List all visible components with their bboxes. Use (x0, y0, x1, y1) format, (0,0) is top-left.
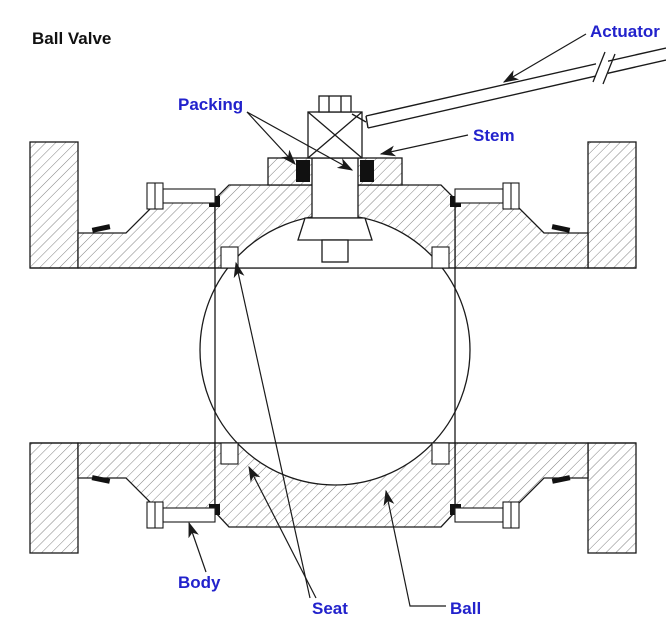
label-actuator: Actuator (590, 22, 660, 41)
bolt-shaft-bottom-right (454, 507, 504, 523)
handle-left-endcap (365, 115, 369, 129)
packing-seal-right (360, 160, 374, 182)
neck-seal-top-right (551, 224, 571, 233)
page-title: Ball Valve (32, 29, 111, 48)
neck-seal-bottom-right (551, 475, 571, 484)
left-flange-bottom (29, 442, 79, 554)
packing-leader-left (246, 111, 296, 165)
stem-nut (318, 95, 352, 113)
stem-shaft (311, 157, 359, 219)
stem-leader (379, 134, 469, 157)
seat-leader-top (233, 261, 311, 599)
left-flange-top (29, 141, 79, 269)
actuator-leader (502, 33, 587, 83)
bore-lines (30, 267, 636, 444)
stem-tang (321, 239, 349, 263)
right-flange-top (587, 141, 637, 269)
bolt-shaft-bottom-left (162, 507, 216, 523)
body-leader (188, 521, 207, 573)
label-seat: Seat (312, 599, 348, 618)
label-body: Body (178, 573, 221, 592)
stem-collar (297, 217, 373, 241)
seat-ring-bottom-right (431, 442, 450, 465)
seat-ring-top-left (220, 246, 239, 269)
seat-ring-top-right (431, 246, 450, 269)
right-neck-top (454, 198, 589, 269)
handle-stem-hook (351, 113, 367, 123)
right-flange-bottom (587, 442, 637, 554)
label-packing: Packing (178, 95, 243, 114)
label-stem: Stem (473, 126, 515, 145)
packing-seals (296, 160, 374, 182)
break-slash-1 (592, 51, 606, 83)
neck-seal-bottom-left (91, 475, 111, 484)
bolt-shaft-top-right (454, 188, 504, 204)
handle-bottom-edge (367, 59, 666, 129)
handle-top-edge (365, 47, 666, 117)
ball-leader (383, 489, 446, 607)
packing-seal-left (296, 160, 310, 182)
seat-leader-bottom (248, 465, 317, 599)
leader-lines (188, 33, 587, 607)
ball-bottom-cavity (237, 443, 433, 486)
neck-seal-top-left (91, 224, 111, 233)
handle-break-gap (596, 56, 608, 84)
body-bolts (146, 182, 520, 529)
seat-ring-bottom-left (220, 442, 239, 465)
handle-break-symbol (592, 51, 616, 85)
actuator-handle (351, 47, 666, 129)
break-slash-2 (602, 53, 616, 85)
packing-leader-right (246, 111, 354, 171)
label-ball: Ball (450, 599, 481, 618)
seat-rings (220, 246, 450, 465)
bolt-shaft-top-left (162, 188, 216, 204)
